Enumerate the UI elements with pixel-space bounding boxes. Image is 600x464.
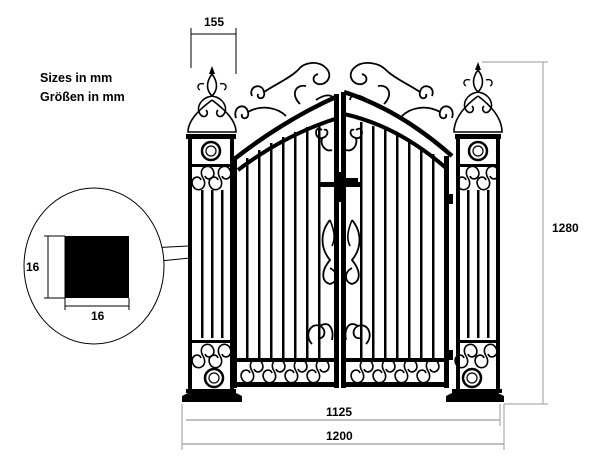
units-note-en: Sizes in mm: [40, 71, 113, 85]
dimension-height: [482, 61, 548, 405]
total-width-label: 1200: [326, 429, 353, 443]
bar-cross-section-detail: [23, 187, 191, 345]
right-leaf-bars: [360, 122, 435, 358]
gate-latch: [318, 172, 362, 202]
post-width-label: 155: [204, 15, 225, 29]
bar-width-label: 16: [91, 309, 105, 323]
right-post: [446, 62, 504, 402]
left-finial: [187, 66, 237, 133]
square-bar-section: [65, 236, 129, 298]
gate-hinges: [233, 194, 453, 360]
dimension-total-width: [182, 404, 505, 450]
dimension-post-width: [190, 28, 237, 74]
bar-height-label: 16: [26, 260, 40, 274]
right-gate-leaf: [341, 62, 454, 388]
left-leaf-bars: [246, 123, 321, 358]
total-height-label: 1280: [552, 221, 579, 235]
left-gate-leaf: [231, 62, 339, 388]
inner-width-label: 1125: [326, 405, 353, 419]
units-note-de: Größen in mm: [40, 90, 125, 104]
dimension-inner-width: [181, 404, 501, 450]
right-finial: [453, 62, 503, 133]
